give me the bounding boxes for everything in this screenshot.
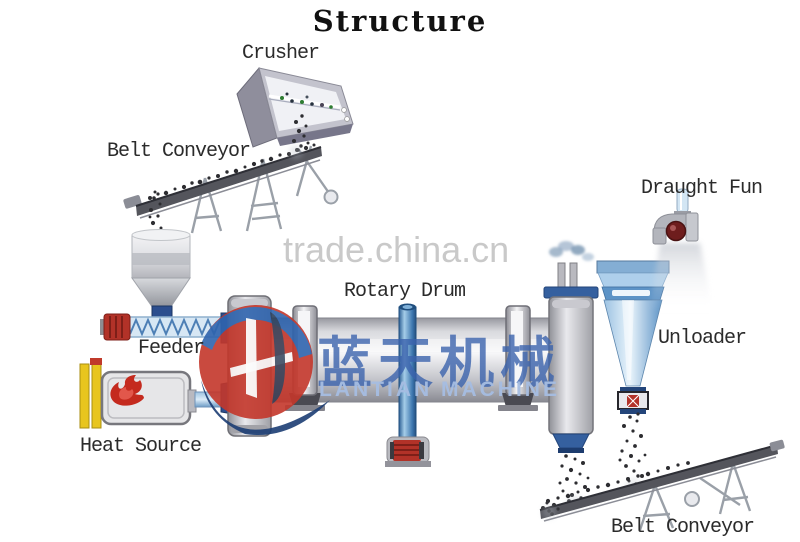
belt-conveyor-bottom-label: Belt Conveyor: [611, 516, 755, 539]
unloader-label: Unloader: [658, 327, 747, 350]
steam-puffs: [549, 241, 594, 261]
site-watermark: trade.china.cn: [283, 229, 510, 270]
hopper-graphic: [131, 229, 191, 318]
draught-fan-graphic: [649, 188, 713, 312]
lantian-logo-watermark: [199, 305, 330, 436]
crusher-material-dots: [280, 92, 333, 109]
belt-conveyor-top-graphic: [123, 143, 339, 234]
feeder-label: Feeder: [138, 337, 205, 360]
crusher-label: Crusher: [242, 42, 320, 65]
discharge-chamber-graphic: [543, 241, 599, 453]
airlock-valve: [617, 387, 649, 414]
drum-support-right: [498, 305, 538, 411]
falling-material-cyclone: [618, 412, 647, 486]
heat-source-label: Heat Source: [80, 435, 202, 458]
material-on-top-belt: [148, 143, 316, 200]
belt-conveyor-top-label: Belt Conveyor: [107, 140, 251, 163]
brand-watermark-english: LANTIAN MACHINE: [319, 378, 560, 401]
draught-fan-label: Draught Fun: [641, 177, 763, 200]
rotary-drum-label: Rotary Drum: [344, 280, 466, 303]
drive-pipe-graphic: [385, 303, 431, 467]
page-title: Structure: [312, 4, 488, 38]
crusher-graphic: [236, 66, 354, 148]
cyclone-unloader-graphic: [596, 260, 670, 414]
flame-icon: [110, 375, 144, 406]
brand-watermark-chinese: 蓝天机械: [317, 331, 562, 395]
